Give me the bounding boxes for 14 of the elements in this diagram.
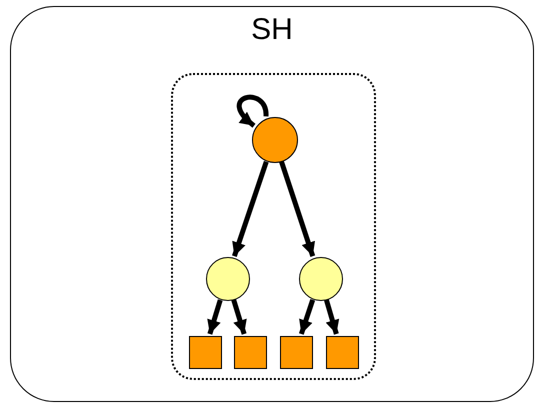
- dotted-group-box: [171, 73, 376, 380]
- square-box: [280, 336, 313, 369]
- square-box: [189, 336, 222, 369]
- group-title: SH: [250, 15, 294, 45]
- square-box: [326, 336, 359, 369]
- arrow: [298, 299, 316, 335]
- arrow: [236, 94, 268, 128]
- arrow: [279, 161, 316, 257]
- arrow: [207, 299, 223, 335]
- outer-box: [10, 6, 534, 402]
- arrow: [231, 299, 247, 335]
- arrow: [324, 299, 340, 335]
- square-box: [234, 336, 267, 369]
- arrow: [232, 160, 269, 258]
